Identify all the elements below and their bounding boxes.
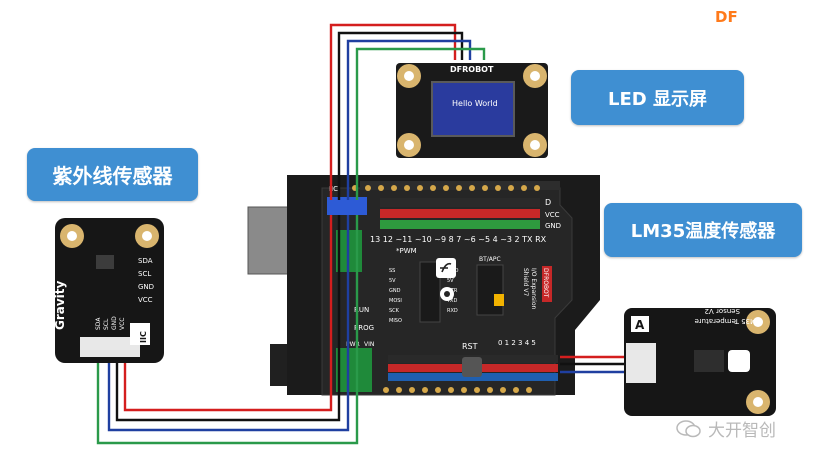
right-label-1: 5V [447,278,454,284]
lm35-chip [694,350,724,372]
shield-exp-line-1: Shield V7 [522,268,529,296]
vin-label: VIN [364,341,374,348]
uv-sensor: Gravity IIC SDA SCL GND VCC SDA SCL GND … [53,218,164,363]
wechat-icon [676,419,701,437]
left-label-0: SS [389,268,395,274]
expansion-shield: IIC D VCC GND 13 12 ~11 ~10 ~9 8 7 ~6 ~5… [321,181,573,396]
oled-screen-text: Hello World [452,99,498,108]
gnd-label: GND [545,222,561,230]
pin-numbers: 13 12 ~11 ~10 ~9 8 7 ~6 ~5 4 ~3 2 TX RX [370,235,547,244]
pwm-label: *PWM [396,247,417,255]
left-label-4: SCK [389,308,400,314]
uv-connector [80,337,140,357]
left-label-3: MOSI [389,298,402,304]
analog-numbers: 0 1 2 3 4 5 [498,339,536,347]
right-label-4: RXD [447,308,458,314]
pwr-terminal [336,348,372,392]
brand-logo: DF [715,8,738,26]
left-label-1: 5V [389,278,396,284]
lm35-sensor: A LM35 Temperature Sensor V2 [624,307,776,416]
icsp-header [419,261,441,323]
digital-header-rows [380,198,540,229]
rst-label: RST [462,342,478,351]
uv-pin-3: VCC [119,318,126,330]
left-label-2: GND [389,288,401,294]
uv-side-pin-1: SCL [138,270,151,278]
watermark: 大开智创 [676,416,776,441]
btapc-label: BT/APC [479,256,501,263]
lm35-label-line-1: Sensor V2 [705,307,740,315]
uv-sensor-callout: 紫外线传感器 [27,148,198,201]
uv-iic-box [130,323,150,345]
lm35-logo-icon [728,350,750,372]
prog-label: PROG [354,324,374,332]
oled-maker: DFROBOT [450,65,494,74]
right-label-3: TXD [446,298,457,304]
lm35-connector [626,343,656,383]
uv-vertical-label: Gravity [53,280,67,330]
oled-display: DFROBOT Hello World [396,63,548,158]
oled-callout: LED 显示屏 [571,70,744,125]
lm35-callout: LM35温度传感器 [604,203,802,257]
uv-side-pin-0: SDA [138,257,153,265]
iic-header [327,197,367,215]
bt-header [476,264,504,316]
uv-pin-0: SDA [95,317,102,330]
watermark-text: 大开智创 [708,421,776,441]
vcc-label: VCC [545,211,560,219]
shield-exp-line-0: I/O Expansion [530,268,537,310]
digital-label: D [545,198,551,207]
gold-vias [352,185,540,393]
led-indicator [494,294,504,306]
uv-side-pin-2: GND [138,283,154,291]
lm35-letter: A [635,318,645,332]
uv-pin-2: GND [111,316,118,330]
uv-side-pin-3: VCC [138,296,153,304]
shield-badge: DFROBOT [542,268,549,298]
gear-icon [440,287,454,301]
iic-label: IIC [329,185,338,193]
lm35-label-line-0: LM35 Temperature [695,317,760,325]
reset-button [462,357,482,377]
left-label-5: MISO [389,318,402,324]
run-label: RUN [354,306,369,314]
uv-bus-label: IIC [139,331,148,343]
wires [96,23,628,445]
pwr-label: PWR [346,341,360,348]
uv-pin-1: SCL [103,318,110,330]
